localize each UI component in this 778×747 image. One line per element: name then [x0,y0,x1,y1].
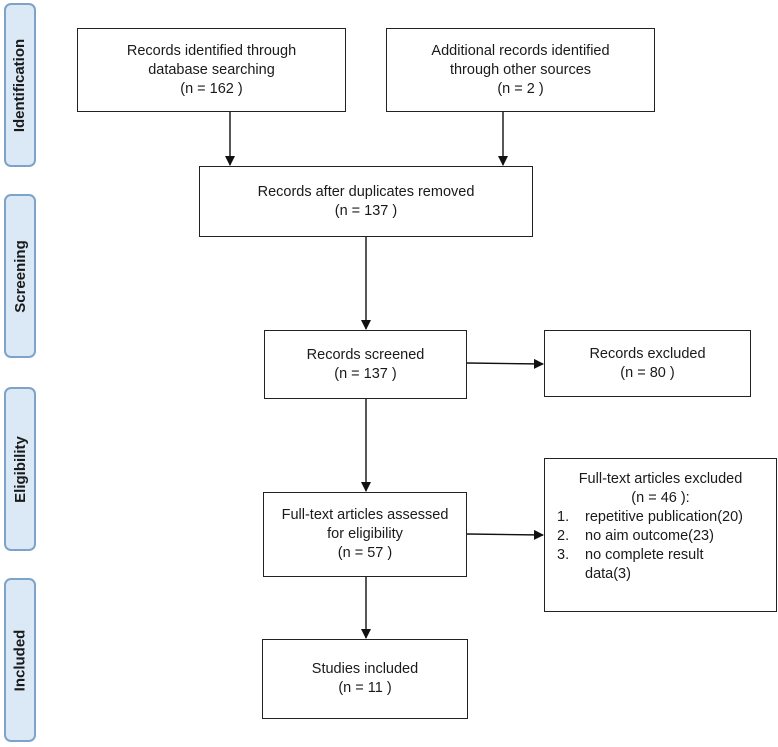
list-item: 3. no complete result data(3) [545,546,776,584]
excluded-line1: Records excluded [589,345,706,362]
arrow-fulltext-to-fulltext-excluded [466,529,544,540]
fulltext-excluded-line2: (n = 46 ): [631,490,690,506]
other-line1: Additional records identified [431,42,610,59]
database-count: (n = 162 ) [180,80,243,97]
box-studies-included: Studies included (n = 11 ) [262,639,468,719]
box-database-records: Records identified through database sear… [77,28,346,112]
list-item: 1. repetitive publication(20) [545,508,776,527]
phase-identification: Identification [4,3,36,167]
excluded-count: (n = 80 ) [620,364,675,381]
box-records-screened: Records screened (n = 137 ) [264,330,467,399]
included-count: (n = 11 ) [338,680,392,696]
fulltext-count: (n = 57 ) [337,545,393,561]
database-line2: database searching [148,61,275,78]
duplicates-count: (n = 137 ) [334,202,398,219]
box-fulltext-assessed: Full-text articles assessed for eligibil… [263,492,467,577]
reason-text: no complete result data(3) [585,547,704,582]
box-fulltext-excluded: Full-text articles excluded (n = 46 ): 1… [544,458,777,612]
phase-screening: Screening [4,194,36,358]
box-records-excluded: Records excluded (n = 80 ) [544,330,751,397]
list-item: 2. no aim outcome(23) [545,527,776,546]
duplicates-line1: Records after duplicates removed [257,183,475,200]
database-line1: Records identified through [126,42,297,59]
reason-text: no aim outcome(23) [585,528,714,544]
reason-number: 3. [557,547,570,563]
box-other-sources: Additional records identified through ot… [386,28,655,112]
exclusion-reasons-list: 1. repetitive publication(20) 2. no aim … [545,508,776,584]
fulltext-line2: for eligibility [327,526,403,542]
box-after-duplicates: Records after duplicates removed (n = 13… [199,166,533,237]
screened-line1: Records screened [306,346,425,363]
included-line1: Studies included [311,661,419,677]
phase-eligibility: Eligibility [4,387,36,551]
phase-included: Included [4,578,36,742]
reason-number: 2. [557,528,570,544]
screened-count: (n = 137 ) [334,365,397,382]
arrow-screened-to-excluded [466,358,544,369]
reason-number: 1. [557,509,570,525]
fulltext-excluded-line1: Full-text articles excluded [578,471,743,487]
other-line2: through other sources [449,61,592,78]
fulltext-line1: Full-text articles assessed [281,507,449,523]
reason-text: repetitive publication(20) [585,509,743,525]
other-count: (n = 2 ) [497,80,544,97]
